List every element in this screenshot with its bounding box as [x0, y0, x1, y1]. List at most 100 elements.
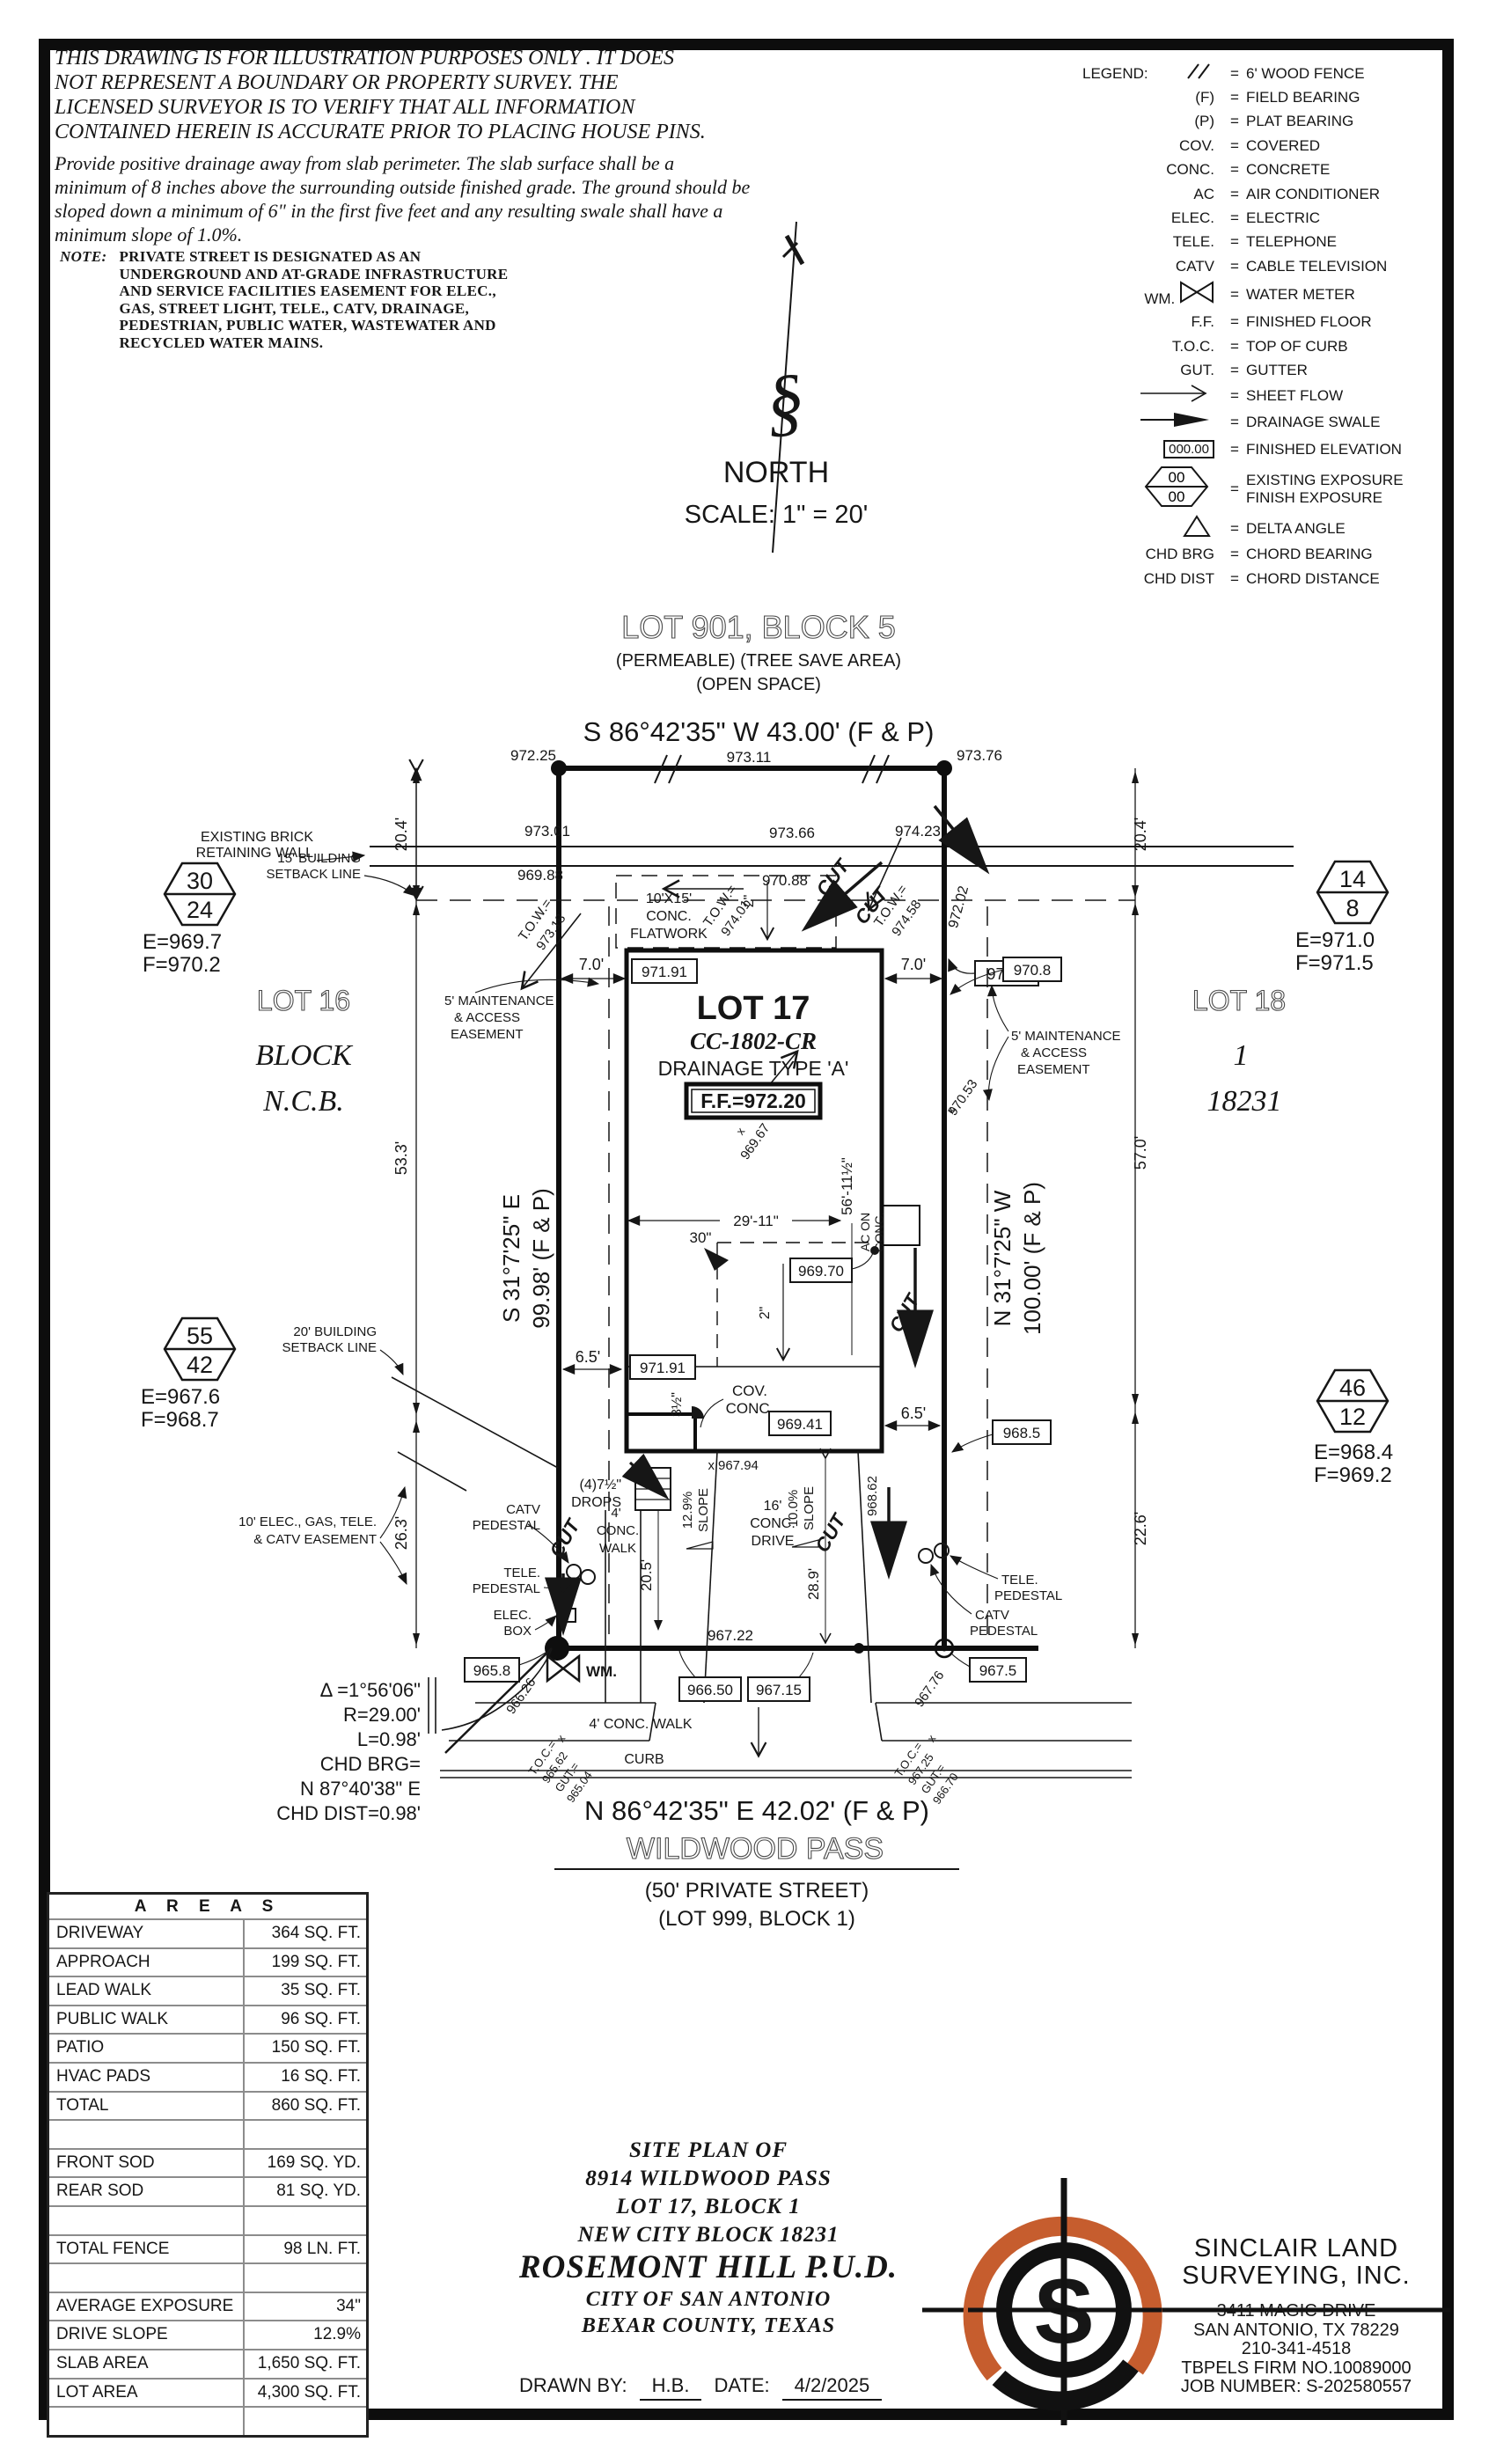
- house-footprint: [624, 948, 920, 1454]
- area-label: TOTAL: [56, 2095, 109, 2115]
- finished-elevation-9708: 970.8: [950, 957, 1062, 995]
- exposure-finish: 12: [1339, 1404, 1366, 1430]
- east-6-5-dim: 6.5': [884, 1404, 942, 1431]
- surveyor-info: SINCLAIR LAND SURVEYING, INC. 3411 MAGIC…: [1160, 2235, 1433, 2397]
- title-line: LOT 17, BLOCK 1: [616, 2195, 801, 2218]
- lot16-label: LOT 16: [257, 985, 350, 1016]
- corner-monument: [934, 1638, 955, 1659]
- equals: =: [1230, 361, 1239, 378]
- setback20-label: 20' BUILDING: [293, 1324, 377, 1339]
- elevation-value: 970.8: [1014, 962, 1052, 979]
- table-row-blank: [49, 2121, 366, 2150]
- curve-data: Δ =1°56'06" R=29.00' L=0.98' CHD BRG= N …: [276, 1679, 421, 1824]
- easement-line2: & ACCESS: [454, 1010, 520, 1025]
- note-line: PEDESTRIAN, PUBLIC WATER, WASTEWATER AND: [119, 317, 496, 334]
- wm-label: WM.: [586, 1663, 617, 1680]
- subdivision-name: ROSEMONT HILL P.U.D.: [518, 2249, 898, 2285]
- exposure-bottom: 00: [1169, 488, 1185, 505]
- easement-line3: EASEMENT: [451, 1027, 524, 1042]
- dim-30in: 30": [690, 1229, 712, 1246]
- legend-desc: FINISHED FLOOR: [1246, 313, 1372, 331]
- legend-desc: TOP OF CURB: [1246, 337, 1348, 355]
- legend-sym: T.O.C.: [1171, 337, 1214, 355]
- corner-pin: [551, 760, 567, 776]
- easement-line3: EASEMENT: [1017, 1062, 1090, 1077]
- dim-3half: 3½": [670, 1392, 685, 1417]
- x-mark: x: [554, 1732, 568, 1744]
- easement-leader: [379, 1541, 407, 1586]
- finished-elevation-icon: 000.00: [1081, 440, 1223, 459]
- finish-grade: F=968.7: [141, 1408, 219, 1432]
- table-row-blank: [49, 2408, 366, 2435]
- title-line: NEW CITY BLOCK 18231: [577, 2223, 840, 2247]
- dim-29-11: 29'-11": [627, 1213, 842, 1229]
- water-meter-icon: WM.: [1081, 281, 1223, 308]
- area-value: 150 SQ. FT.: [243, 2035, 366, 2062]
- spot-elevation: 969.67: [737, 1121, 773, 1162]
- finished-elevation-9658: 965.8: [464, 1652, 546, 1683]
- elevation-value: 971.91: [640, 1360, 686, 1376]
- water-meter: WM.: [546, 1654, 617, 1683]
- elevation-value: 971.91: [642, 964, 687, 980]
- dim-22-6: 22.6': [1132, 1512, 1149, 1545]
- exposure-existing: 55: [187, 1323, 213, 1349]
- fence-diagonal: [444, 1647, 553, 1754]
- exposure-existing: 46: [1339, 1375, 1366, 1401]
- drive-slope-label: SLOPE: [696, 1488, 711, 1532]
- lead-walk: [605, 1510, 642, 1703]
- east-7ft-dim: 7.0': [884, 956, 943, 984]
- drainage-type: DRAINAGE TYPE 'A': [658, 1057, 849, 1080]
- legend-desc: FIELD BEARING: [1246, 89, 1360, 106]
- title-line: BEXAR COUNTY, TEXAS: [581, 2314, 836, 2337]
- drops-label: DROPS: [571, 1495, 621, 1510]
- elevation-value: 967.5: [979, 1662, 1017, 1679]
- spot-elevation: 967.22: [708, 1627, 753, 1644]
- legend-desc: SHEET FLOW: [1246, 386, 1344, 404]
- catv-label: CATV: [975, 1608, 1009, 1623]
- spot-elevation: 972.25: [510, 747, 556, 764]
- west-bearing: S 31°7'25" E: [498, 1194, 524, 1323]
- existing-brick-label: EXISTING BRICK: [201, 830, 313, 845]
- drive-slope-label: 10.0%: [786, 1490, 801, 1528]
- dim-value: 6.5': [576, 1348, 600, 1366]
- legend-sym: ELEC.: [1170, 209, 1214, 227]
- west-maintenance-easement-label: 5' MAINTENANCE & ACCESS EASEMENT: [444, 977, 600, 1042]
- walk-label: WALK: [599, 1541, 636, 1556]
- disclaimer-line: THIS DRAWING IS FOR ILLUSTRATION PURPOSE…: [55, 47, 674, 70]
- lot-boundary: [545, 760, 1038, 1661]
- legend-desc-line: EXISTING EXPOSURE: [1246, 471, 1404, 488]
- dim-26-3: 26.3': [392, 1516, 410, 1550]
- flatwork-line3: FLATWORK: [630, 927, 708, 942]
- area-label: FRONT SOD: [56, 2152, 155, 2172]
- utility-easement-label: 10' ELEC., GAS, TELE.: [238, 1514, 377, 1529]
- drainage-note-line: sloped down a minimum of 6" in the first…: [55, 200, 723, 222]
- street-bearing: N 86°42'35" E 42.02' (F & P): [584, 1795, 929, 1826]
- legend-desc: 6' WOOD FENCE: [1246, 64, 1365, 82]
- elevation-box: 000.00: [1163, 440, 1214, 459]
- company-firm-number: TBPELS FIRM NO.10089000: [1181, 2358, 1412, 2378]
- date-label: DATE:: [714, 2374, 770, 2396]
- note-label: NOTE:: [60, 248, 107, 265]
- easement-line1: 5' MAINTENANCE: [1011, 1029, 1121, 1044]
- area-label: TOTAL FENCE: [56, 2239, 170, 2258]
- legend-desc: AIR CONDITIONER: [1246, 185, 1381, 202]
- step-wedge: [692, 1406, 704, 1419]
- area-label: AVERAGE EXPOSURE: [56, 2296, 234, 2315]
- dim-57-0: 57.0': [1132, 1136, 1149, 1170]
- exposure-hexagon-tl: 30 24 E=969.7 F=970.2: [143, 862, 237, 977]
- street-walk: [428, 1648, 1132, 1778]
- spot-elevation: 967.76: [912, 1668, 947, 1710]
- street-walk-label: 4' CONC. WALK: [589, 1717, 692, 1732]
- corner-monument-dot: [941, 1645, 948, 1652]
- title-line: 8914 WILDWOOD PASS: [585, 2167, 832, 2190]
- toc-gut-west: T.O.C.= 965.62 GUT.= 965.04 x: [525, 1732, 594, 1805]
- block-label: BLOCK: [255, 1039, 354, 1072]
- legend-desc: CONCRETE: [1246, 161, 1331, 179]
- ncb-label: N.C.B.: [262, 1085, 344, 1118]
- spot-elevation: 974.23: [895, 823, 941, 840]
